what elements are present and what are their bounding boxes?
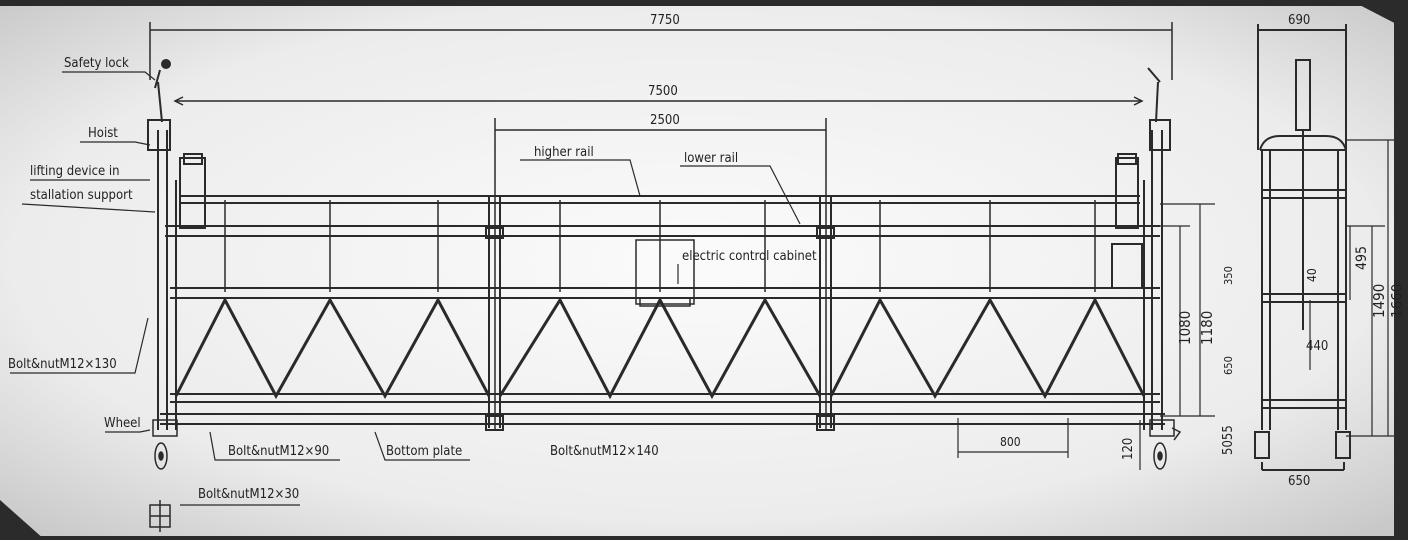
label-bolt-90: Bolt&nutM12×90 [228, 444, 329, 459]
label-lower-rail: lower rail [684, 151, 738, 166]
dim-650-label: 650 [1288, 474, 1310, 489]
paper [0, 6, 1394, 536]
dim-800-label: 800 [1000, 435, 1021, 449]
label-bolt-130: Bolt&nutM12×130 [8, 357, 117, 372]
label-bolt-140: Bolt&nutM12×140 [550, 444, 659, 459]
dim-495-label: 495 [1354, 246, 1370, 270]
leaders [10, 71, 801, 506]
dim-2500-label: 2500 [650, 113, 680, 128]
side-view [1254, 24, 1351, 471]
dim-2500 [494, 118, 827, 430]
electric-control-cabinet [635, 239, 695, 307]
front-vertical-dims [1139, 203, 1215, 470]
label-safety-lock: Safety lock [64, 56, 129, 71]
label-bottom-plate: Bottom plate [386, 444, 462, 459]
dim-1180-label: 1180 [1198, 311, 1216, 345]
dim-7500 [173, 96, 1144, 106]
dim-40-label: 40 [1305, 268, 1319, 282]
label-wheel: Wheel [104, 416, 141, 431]
dim-690-label: 690 [1288, 13, 1310, 28]
truss-diagonals [174, 296, 1146, 400]
dim-7750-label: 7750 [650, 13, 680, 28]
dim-120-label: 120 [1121, 438, 1136, 460]
dim-650v-label: 650 [1222, 356, 1235, 375]
right-wheel [1149, 419, 1182, 470]
dim-440-label: 440 [1306, 339, 1328, 354]
label-cabinet: electric control cabinet [682, 249, 817, 264]
left-end-frame [147, 59, 206, 430]
label-higher-rail: higher rail [534, 145, 594, 160]
dim-7750 [149, 22, 1173, 80]
joint-columns [485, 196, 835, 431]
bolt-detail [149, 500, 171, 532]
label-lifting-device-1: lifting device in [30, 164, 120, 179]
dim-1660-label: 1660 [1388, 284, 1406, 318]
side-vertical-dims [1309, 139, 1395, 437]
label-lifting-device-2: stallation support [30, 188, 133, 203]
right-end-frame [1111, 67, 1171, 430]
dim-5055-label: 5055 [1221, 425, 1236, 455]
dim-1490-label: 1490 [1370, 284, 1388, 318]
label-bolt-30: Bolt&nutM12×30 [198, 487, 299, 502]
left-wheel [152, 419, 178, 470]
posts [224, 200, 1096, 292]
dim-7500-label: 7500 [648, 84, 678, 99]
dim-1080-label: 1080 [1176, 311, 1194, 345]
label-hoist: Hoist [88, 126, 118, 141]
dim-800 [957, 418, 1069, 458]
dim-350-label: 350 [1222, 266, 1235, 285]
